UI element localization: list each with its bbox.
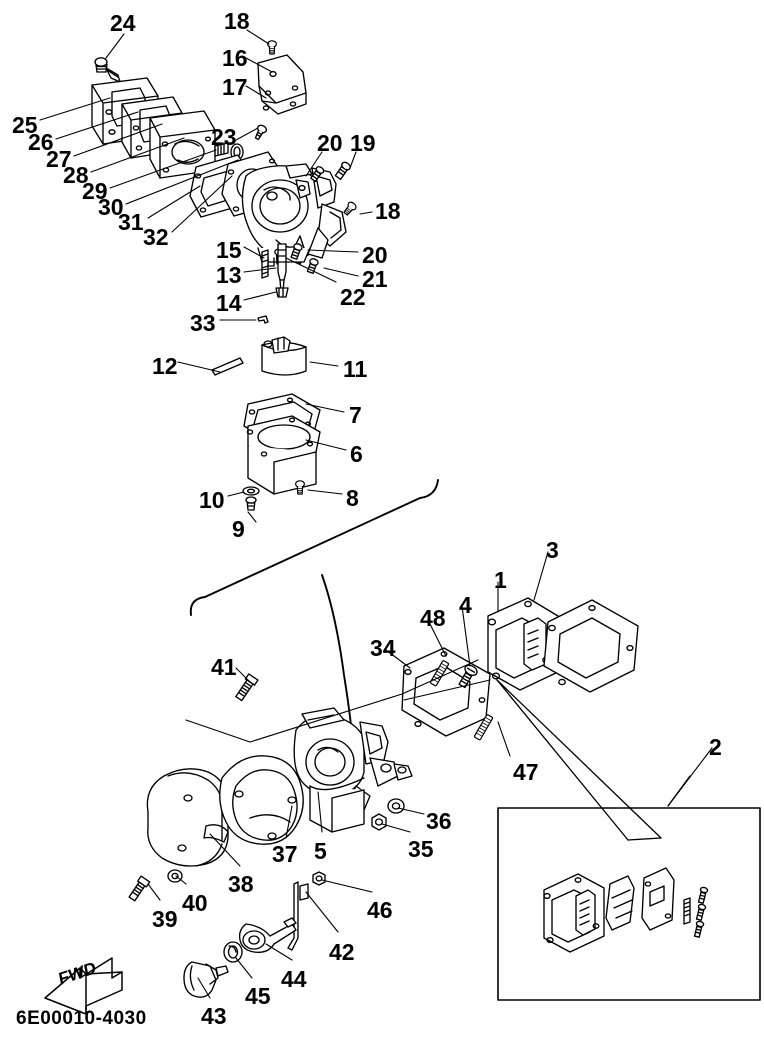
- callout-21: 21: [362, 266, 388, 292]
- callout-34: 34: [370, 635, 396, 661]
- callout-35: 35: [408, 836, 434, 862]
- callout-4: 4: [459, 592, 472, 618]
- callout-48: 48: [420, 605, 446, 631]
- callout-24: 24: [110, 10, 136, 36]
- callout-39: 39: [152, 906, 178, 932]
- callout-26: 26: [28, 129, 54, 155]
- callout-18-top: 18: [224, 8, 250, 34]
- callout-2: 2: [709, 734, 722, 760]
- callout-46: 46: [367, 897, 393, 923]
- callout-22: 22: [340, 284, 366, 310]
- callout-18-right: 18: [375, 198, 401, 224]
- callout-23: 23: [211, 124, 237, 150]
- callout-30: 30: [98, 194, 124, 220]
- callout-37: 37: [272, 841, 298, 867]
- callout-11: 11: [343, 356, 368, 382]
- callout-29: 29: [82, 178, 108, 204]
- callout-1: 1: [494, 567, 507, 593]
- callout-25: 25: [12, 112, 38, 138]
- callout-3: 3: [546, 537, 559, 563]
- callout-20-upper: 20: [317, 130, 343, 156]
- callout-32: 32: [143, 224, 169, 250]
- callout-44: 44: [281, 966, 307, 992]
- callout-20-lower: 20: [362, 242, 388, 268]
- callout-7: 7: [349, 402, 362, 428]
- callout-15: 15: [216, 237, 242, 263]
- callout-13: 13: [216, 262, 242, 288]
- callout-14: 14: [216, 290, 242, 316]
- callout-9: 9: [232, 516, 245, 542]
- callout-6: 6: [350, 441, 363, 467]
- callout-10: 10: [199, 487, 225, 513]
- callout-40: 40: [182, 890, 208, 916]
- callout-19: 19: [350, 130, 376, 156]
- callout-45: 45: [245, 983, 271, 1009]
- callout-36: 36: [426, 808, 452, 834]
- callout-41: 41: [211, 654, 237, 680]
- callout-42: 42: [329, 939, 355, 965]
- callout-12: 12: [152, 353, 178, 379]
- callout-31: 31: [118, 209, 144, 235]
- callout-8: 8: [346, 485, 359, 511]
- callout-43: 43: [201, 1003, 227, 1029]
- callout-38: 38: [228, 871, 254, 897]
- callout-33: 33: [190, 310, 216, 336]
- callout-17: 17: [222, 74, 248, 100]
- callout-5: 5: [314, 838, 327, 864]
- callout-16: 16: [222, 45, 248, 71]
- callout-47: 47: [513, 759, 539, 785]
- callout-27: 27: [46, 146, 72, 172]
- callout-28: 28: [63, 162, 89, 188]
- diagram-part-number: 6E00010-4030: [16, 1008, 147, 1029]
